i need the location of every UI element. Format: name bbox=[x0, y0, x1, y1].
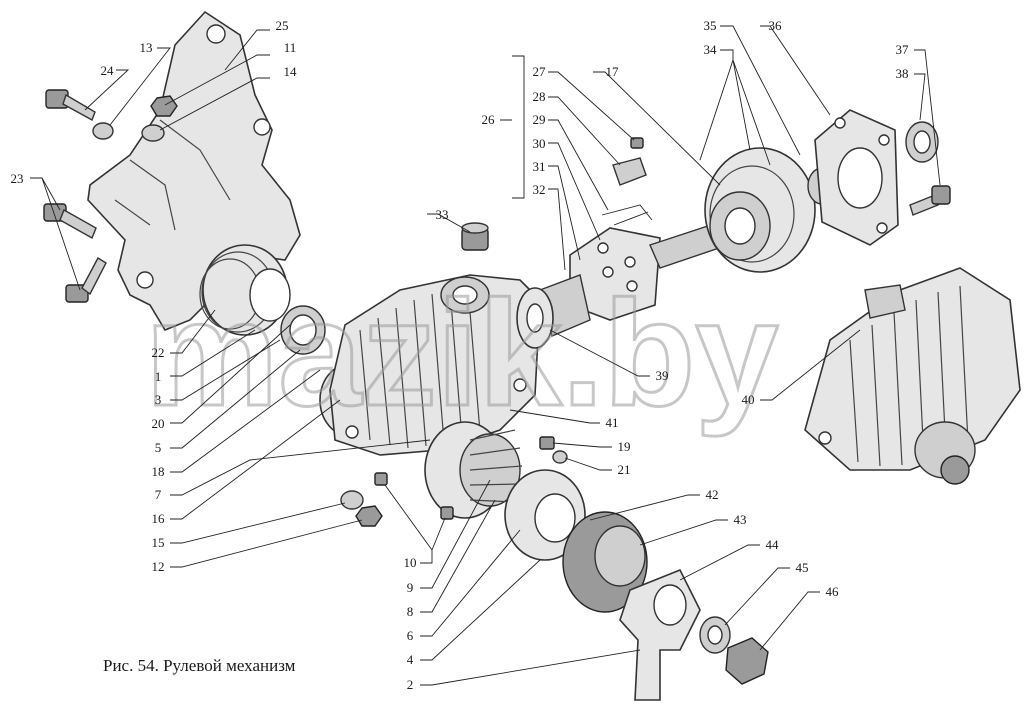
bracket-29 bbox=[601, 204, 653, 226]
callout-16: 16 bbox=[152, 511, 166, 526]
callout-40: 40 bbox=[742, 392, 755, 407]
callout-19: 19 bbox=[618, 439, 631, 454]
callout-35: 35 bbox=[704, 18, 717, 33]
callout-42: 42 bbox=[706, 487, 719, 502]
stud-10b bbox=[440, 506, 454, 520]
screw-27 bbox=[630, 137, 644, 149]
valve-body-31 bbox=[569, 227, 661, 321]
callout-31: 31 bbox=[533, 159, 546, 174]
callout-4: 4 bbox=[407, 652, 414, 667]
callout-41: 41 bbox=[606, 415, 619, 430]
callout-43: 43 bbox=[734, 512, 747, 527]
callout-22: 22 bbox=[152, 345, 165, 360]
callout-20: 20 bbox=[152, 416, 165, 431]
callout-24: 24 bbox=[101, 63, 115, 78]
pitman-arm-2 bbox=[619, 568, 701, 701]
stud-10a bbox=[374, 472, 388, 486]
callout-7: 7 bbox=[155, 487, 162, 502]
lock-washer-14 bbox=[141, 124, 165, 142]
callout-26: 26 bbox=[482, 112, 496, 127]
callout-37: 37 bbox=[896, 42, 910, 57]
callout-25: 25 bbox=[276, 18, 289, 33]
callout-15: 15 bbox=[152, 535, 165, 550]
callout-2: 2 bbox=[407, 677, 414, 692]
bellows-seal-22 bbox=[199, 244, 291, 336]
spool-32 bbox=[516, 274, 591, 349]
callout-32: 32 bbox=[533, 182, 546, 197]
clip-28 bbox=[612, 157, 647, 186]
side-cover-6 bbox=[504, 469, 586, 561]
plug-33 bbox=[461, 222, 489, 251]
callout-39: 39 bbox=[656, 368, 669, 383]
callout-23: 23 bbox=[11, 171, 24, 186]
callout-27: 27 bbox=[533, 64, 547, 79]
sector-shaft-assembly bbox=[424, 421, 523, 519]
callout-numbers: 25 13 11 24 14 23 27 17 28 26 29 30 31 3… bbox=[11, 18, 910, 692]
callout-14: 14 bbox=[284, 64, 298, 79]
callout-46: 46 bbox=[826, 584, 840, 599]
callout-6: 6 bbox=[407, 628, 414, 643]
callout-17: 17 bbox=[606, 64, 620, 79]
callout-38: 38 bbox=[896, 66, 909, 81]
callout-44: 44 bbox=[766, 537, 780, 552]
callout-21: 21 bbox=[618, 462, 631, 477]
callout-1: 1 bbox=[155, 369, 162, 384]
callout-3: 3 bbox=[155, 392, 162, 407]
bolt-23-upper bbox=[43, 203, 97, 240]
nut-19 bbox=[539, 436, 555, 450]
bolt-24 bbox=[45, 89, 96, 122]
callout-28: 28 bbox=[533, 89, 546, 104]
flange-36 bbox=[814, 109, 899, 246]
callout-29: 29 bbox=[533, 112, 546, 127]
callout-30: 30 bbox=[533, 136, 546, 151]
nut-46 bbox=[725, 637, 769, 685]
washer-13 bbox=[92, 122, 114, 140]
nut-12 bbox=[355, 505, 383, 527]
callout-36: 36 bbox=[769, 18, 783, 33]
seal-43 bbox=[562, 511, 648, 613]
figure-caption: Рис. 54. Рулевой механизм bbox=[103, 656, 296, 675]
bolt-37 bbox=[909, 185, 951, 216]
washer-15 bbox=[340, 490, 364, 510]
callout-34: 34 bbox=[704, 42, 718, 57]
callout-10: 10 bbox=[404, 555, 417, 570]
housing-cover-34 bbox=[704, 147, 816, 273]
callout-9: 9 bbox=[407, 580, 414, 595]
callout-8: 8 bbox=[407, 604, 414, 619]
assembled-housing-40 bbox=[804, 267, 1021, 485]
callout-18: 18 bbox=[152, 464, 165, 479]
nut-11 bbox=[150, 95, 178, 117]
leader-lines bbox=[30, 25, 941, 686]
callout-5: 5 bbox=[155, 440, 162, 455]
callout-12: 12 bbox=[152, 559, 165, 574]
callout-33: 33 bbox=[436, 207, 449, 222]
watermark: mazik.by bbox=[145, 269, 779, 437]
callout-13: 13 bbox=[140, 40, 153, 55]
callout-45: 45 bbox=[796, 560, 809, 575]
bolt-23-lower bbox=[65, 257, 107, 303]
ball-21 bbox=[552, 450, 568, 464]
callout-11: 11 bbox=[284, 40, 297, 55]
